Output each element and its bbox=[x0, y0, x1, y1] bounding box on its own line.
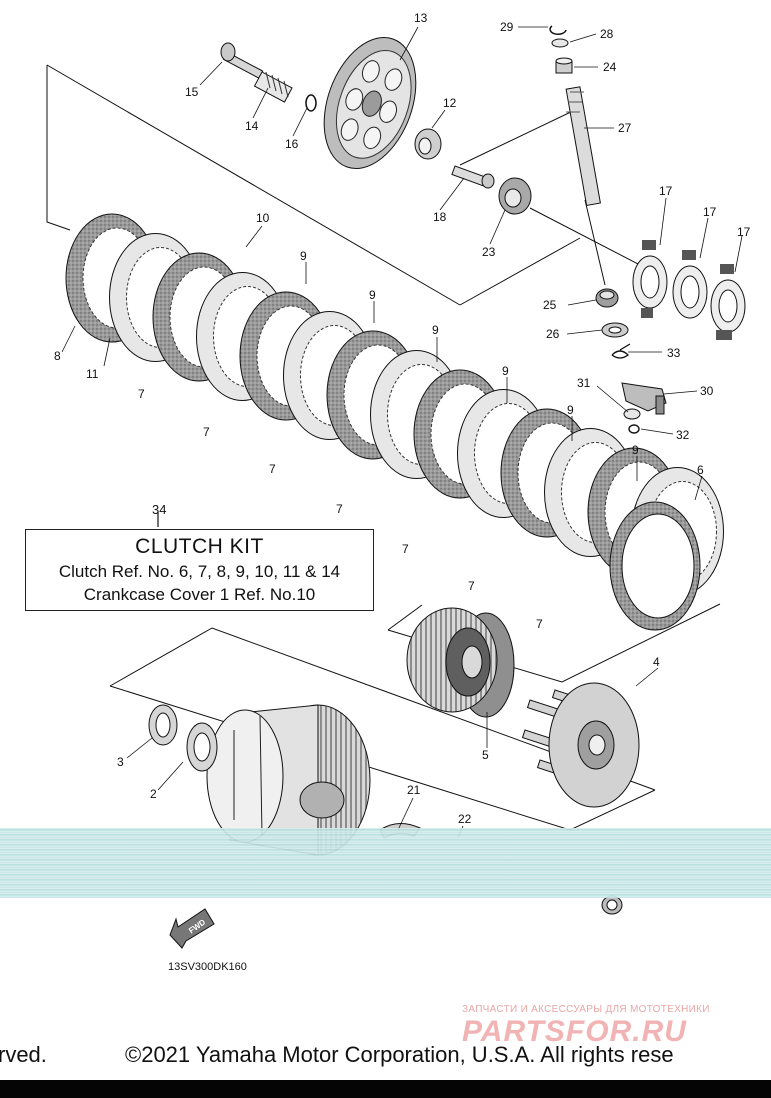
fwd-arrow-icon bbox=[169, 908, 215, 949]
bolt-15 bbox=[220, 42, 264, 79]
lever-30 bbox=[621, 382, 667, 415]
callout-number: 8 bbox=[54, 349, 61, 363]
bearing-12 bbox=[414, 128, 442, 160]
bearing-25 bbox=[595, 288, 619, 308]
callout-number: 5 bbox=[482, 748, 489, 762]
bolt-18 bbox=[451, 165, 495, 189]
callout-number: 10 bbox=[256, 211, 270, 225]
pressure-plate-4 bbox=[521, 682, 640, 808]
callout-number: 9 bbox=[502, 364, 509, 378]
bottom-bar bbox=[0, 1080, 771, 1098]
callout-number: 9 bbox=[632, 443, 639, 457]
callout-number: 9 bbox=[369, 288, 376, 302]
callout-number: 2 bbox=[150, 787, 157, 801]
bearing-23 bbox=[498, 177, 532, 215]
callout-number: 12 bbox=[443, 96, 457, 110]
part-22 bbox=[601, 895, 623, 915]
callout-number: 28 bbox=[600, 27, 614, 41]
kit-line-1: Clutch Ref. No. 6, 7, 8, 9, 10, 11 & 14 bbox=[58, 562, 341, 581]
callout-number: 9 bbox=[567, 403, 574, 417]
clutch-plate-6-bore bbox=[621, 513, 695, 619]
kit-reference-number: 34 bbox=[152, 502, 167, 517]
copyright-left-fragment: rved. bbox=[0, 1042, 47, 1067]
callout-number: 23 bbox=[482, 245, 496, 259]
callout-number: 24 bbox=[603, 60, 617, 74]
clutch-boss-5 bbox=[406, 607, 515, 718]
push-rod-27 bbox=[565, 86, 606, 286]
copyright-text: ©2021 Yamaha Motor Corporation, U.S.A. A… bbox=[125, 1042, 674, 1067]
pressure-plate-13 bbox=[323, 37, 417, 169]
spring-33 bbox=[611, 343, 631, 359]
callout-number: 29 bbox=[500, 20, 514, 34]
callout-number: 7 bbox=[203, 425, 210, 439]
thrust-washer-3 bbox=[148, 704, 178, 746]
callout-number: 16 bbox=[285, 137, 299, 151]
callout-number: 33 bbox=[667, 346, 681, 360]
clutch-housing bbox=[206, 704, 371, 856]
scan-artifact-band bbox=[0, 828, 771, 898]
callout-number: 31 bbox=[577, 376, 591, 390]
callout-number: 7 bbox=[536, 617, 543, 631]
callout-number: 17 bbox=[703, 205, 717, 219]
oil-seal-26 bbox=[601, 322, 629, 338]
callout-number: 11 bbox=[86, 367, 99, 381]
callout-number: 15 bbox=[185, 85, 199, 99]
callout-number: 13 bbox=[414, 11, 428, 25]
clip-32 bbox=[628, 424, 640, 434]
callout-number: 25 bbox=[543, 298, 557, 312]
spring-14 bbox=[253, 71, 293, 103]
callout-number: 18 bbox=[433, 210, 447, 224]
judder-spring-17-set bbox=[632, 240, 746, 340]
callout-number: 7 bbox=[336, 502, 343, 516]
callout-number: 32 bbox=[676, 428, 690, 442]
clutch-kit-box: CLUTCH KIT Clutch Ref. No. 6, 7, 8, 9, 1… bbox=[25, 529, 374, 611]
callout-number: 7 bbox=[138, 387, 145, 401]
callout-number: 7 bbox=[468, 579, 475, 593]
copyright-line: rved. ©2021 Yamaha Motor Corporation, U.… bbox=[0, 1042, 771, 1072]
callout-number: 4 bbox=[653, 655, 660, 669]
callout-number: 6 bbox=[697, 463, 704, 477]
callout-number: 9 bbox=[300, 249, 307, 263]
watermark-tagline: ЗАПЧАСТИ И АКСЕССУАРЫ ДЛЯ МОТОТЕХНИКИ bbox=[462, 1004, 710, 1015]
kit-title: CLUTCH KIT bbox=[135, 535, 264, 558]
diagram-reference-code: 13SV300DK160 bbox=[168, 961, 247, 973]
clutch-plate-stack bbox=[65, 213, 724, 631]
washer-16 bbox=[305, 94, 317, 112]
thrust-washer-2 bbox=[186, 722, 218, 772]
callout-number: 17 bbox=[737, 225, 751, 239]
callout-number: 27 bbox=[618, 121, 632, 135]
nut-24 bbox=[555, 57, 573, 74]
callout-number: 7 bbox=[402, 542, 409, 556]
callout-number: 17 bbox=[659, 184, 673, 198]
kit-line-2: Crankcase Cover 1 Ref. No.10 bbox=[83, 585, 316, 604]
washer-28 bbox=[551, 38, 569, 48]
circlip-29 bbox=[549, 25, 567, 35]
callout-number: 22 bbox=[458, 812, 472, 826]
callout-number: 14 bbox=[245, 119, 259, 133]
callout-number: 26 bbox=[546, 327, 560, 341]
callout-number: 30 bbox=[700, 384, 714, 398]
callout-number: 21 bbox=[407, 783, 421, 797]
callout-number: 7 bbox=[269, 462, 276, 476]
callout-number: 9 bbox=[432, 323, 439, 337]
watermark-logo: PARTSFOR.RU bbox=[462, 1015, 687, 1048]
callout-number: 3 bbox=[117, 755, 124, 769]
